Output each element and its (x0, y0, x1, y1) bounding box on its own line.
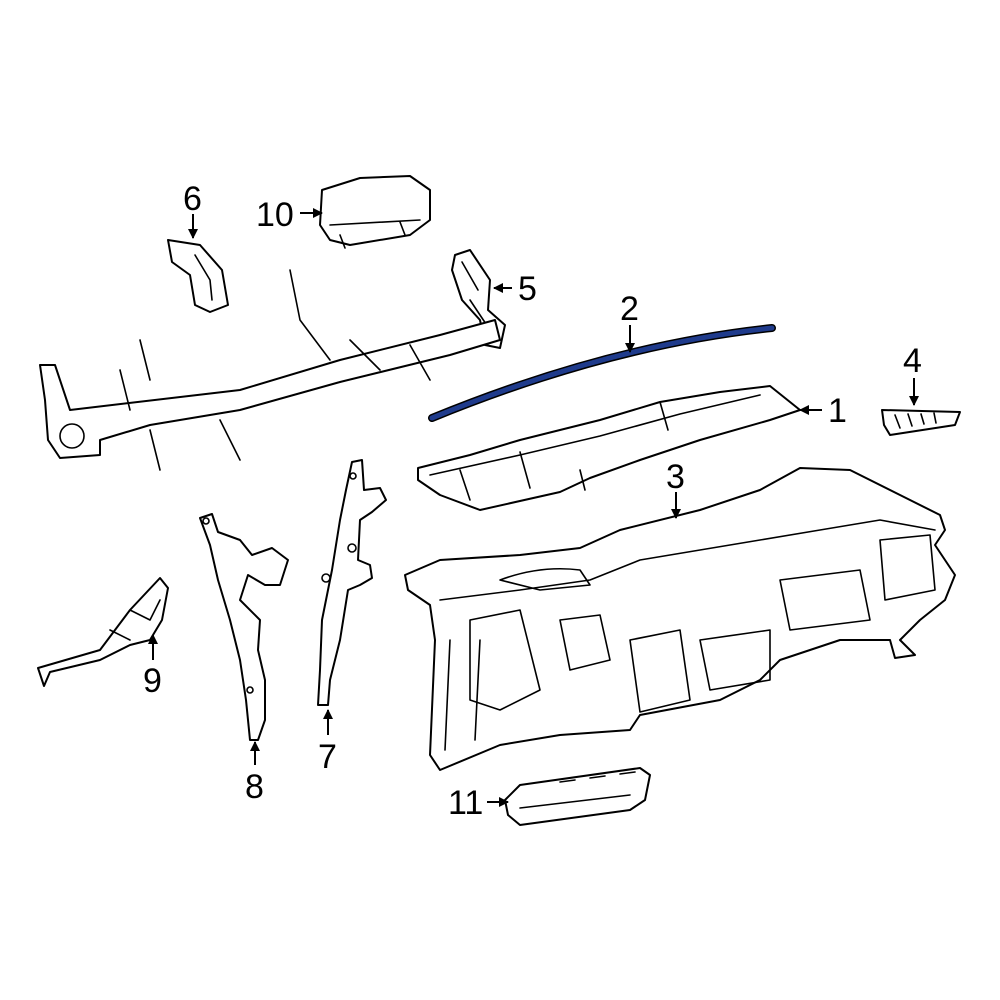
part-4-vent[interactable] (881, 409, 961, 436)
callout-1: 1 (828, 392, 847, 430)
callout-7: 7 (318, 738, 337, 776)
callout-3: 3 (666, 458, 685, 496)
cross-car-beam[interactable] (39, 269, 501, 471)
part-10-airbag[interactable] (319, 175, 431, 249)
callout-11: 11 (448, 784, 483, 822)
callout-5: 5 (518, 270, 537, 308)
callout-10: 10 (256, 196, 294, 234)
callout-2: 2 (620, 290, 639, 328)
part-7-brace[interactable] (317, 459, 387, 706)
callout-9: 9 (143, 662, 162, 700)
part-8-brace[interactable] (199, 513, 289, 741)
part-11-switch-panel[interactable] (504, 767, 651, 826)
callout-4: 4 (903, 342, 922, 380)
weatherstrip-highlight-fill (429, 325, 775, 421)
part-1-dash-cover[interactable] (417, 385, 801, 511)
part-9-brace[interactable] (37, 577, 169, 687)
callout-8: 8 (245, 768, 264, 806)
part-2-weatherstrip[interactable] (428, 324, 776, 422)
part-6-bracket[interactable] (167, 239, 229, 313)
leaders (148, 208, 919, 807)
callout-6: 6 (183, 180, 202, 218)
part-3-instrument-panel[interactable] (404, 467, 956, 771)
